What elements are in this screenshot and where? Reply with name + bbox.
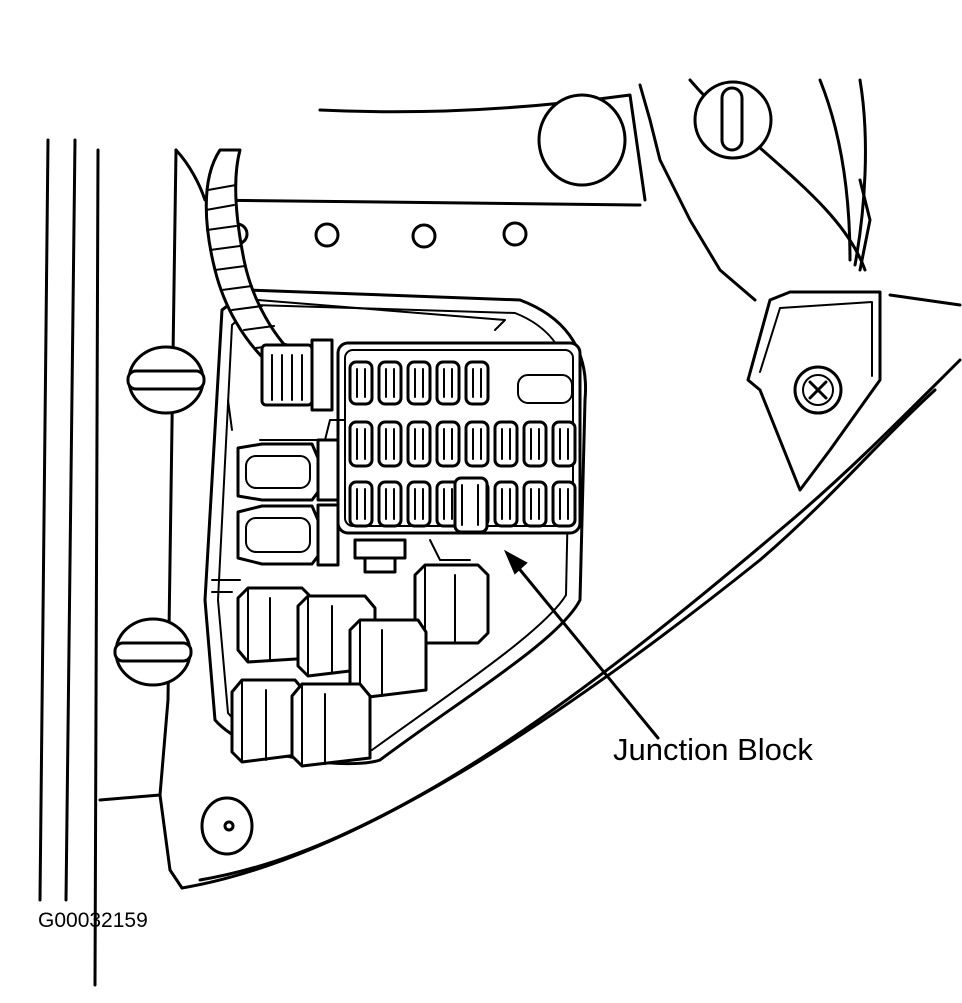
fuse-blade bbox=[501, 428, 511, 460]
fuse-blade bbox=[472, 368, 482, 398]
fuse-blade bbox=[559, 488, 569, 520]
fuse-icon bbox=[464, 420, 490, 468]
fuse-icon bbox=[551, 480, 577, 528]
phillips-screw-icon bbox=[793, 365, 843, 415]
fuse-icon bbox=[377, 360, 403, 406]
relay-6 bbox=[290, 682, 372, 768]
slotted-fastener-left-upper-icon bbox=[126, 345, 206, 415]
fuse-icon bbox=[551, 420, 577, 468]
fuse-blade bbox=[443, 488, 453, 520]
fuse-blade bbox=[356, 488, 366, 520]
fuse-icon bbox=[348, 420, 374, 468]
connector-bracket bbox=[227, 399, 346, 441]
junction-block-label: Junction Block bbox=[613, 732, 813, 767]
fuse-blade bbox=[414, 488, 424, 520]
fuse-row-middle bbox=[348, 420, 577, 468]
fuse-blade bbox=[356, 368, 366, 398]
left-pillar bbox=[38, 138, 184, 987]
fuse-icon bbox=[435, 420, 461, 468]
fuse-icon bbox=[493, 480, 519, 528]
fuse-blade bbox=[501, 488, 511, 520]
fuse-blade bbox=[385, 428, 395, 460]
fuse-blade bbox=[443, 368, 453, 398]
fuse-icon bbox=[406, 480, 432, 528]
fuse-icon bbox=[435, 360, 461, 406]
callout-leader bbox=[503, 549, 660, 740]
fuse-blade bbox=[385, 368, 395, 398]
fuse-icon bbox=[406, 360, 432, 406]
fuse-icon bbox=[377, 420, 403, 468]
fuse-icon bbox=[464, 360, 490, 406]
fuse-blade bbox=[414, 368, 424, 398]
fuse-icon bbox=[377, 480, 403, 528]
fuse-icon bbox=[348, 480, 374, 528]
fuse-blade bbox=[443, 428, 453, 460]
fuse-blade bbox=[414, 428, 424, 460]
fuse-blade bbox=[530, 428, 540, 460]
fuse-row-top bbox=[348, 360, 490, 406]
fuse-blade bbox=[559, 428, 569, 460]
side-connector-upper bbox=[236, 438, 340, 502]
fuse-icon bbox=[348, 360, 374, 406]
fuse-icon bbox=[522, 480, 548, 528]
fuse-icon bbox=[406, 420, 432, 468]
round-plug-icon bbox=[537, 93, 627, 187]
fuse-blade bbox=[356, 428, 366, 460]
fuse-clip bbox=[353, 538, 471, 574]
slotted-fastener-left-lower-icon bbox=[113, 617, 193, 687]
slotted-fastener-top-icon bbox=[693, 80, 773, 160]
side-connector-lower bbox=[236, 503, 340, 567]
fuse-blade bbox=[385, 488, 395, 520]
harness-connector bbox=[260, 338, 334, 412]
fuse-icon bbox=[493, 420, 519, 468]
lower-panel-edges bbox=[180, 293, 962, 890]
grommet-icon bbox=[200, 796, 254, 856]
relay-stub bbox=[211, 579, 241, 593]
fuse-icon bbox=[522, 420, 548, 468]
raised-fuse-icon bbox=[453, 476, 489, 534]
mounting-holes bbox=[225, 221, 528, 249]
fuse-blade bbox=[530, 488, 540, 520]
fuse-blade bbox=[472, 428, 482, 460]
figure-id-label: G00032159 bbox=[38, 909, 148, 932]
